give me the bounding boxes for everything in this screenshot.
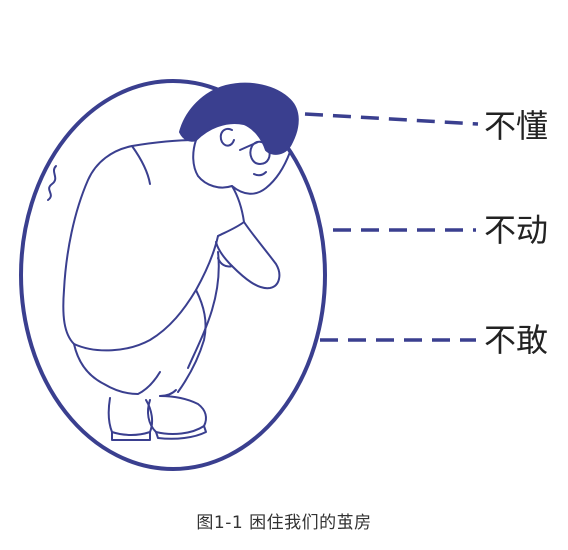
shoe-front bbox=[147, 395, 207, 435]
figure-caption: 图1-1 困住我们的茧房 bbox=[196, 513, 372, 533]
label-middle: 不动 bbox=[484, 211, 548, 249]
squiggle-mark bbox=[47, 165, 57, 201]
crouching-person-illustration bbox=[47, 82, 299, 441]
leg-back bbox=[73, 343, 161, 395]
shirt-fold bbox=[131, 145, 151, 185]
pointer-line-top bbox=[304, 112, 479, 126]
ear bbox=[219, 128, 235, 147]
hair bbox=[179, 82, 299, 155]
leg-inner bbox=[187, 251, 220, 369]
leg-front bbox=[177, 289, 207, 393]
arm-lower bbox=[215, 221, 281, 290]
glasses bbox=[239, 140, 271, 165]
label-bottom: 不敢 bbox=[484, 321, 548, 359]
shirt bbox=[62, 139, 219, 352]
cocoon-outline bbox=[19, 79, 327, 471]
sock bbox=[159, 389, 177, 397]
nose-mouth bbox=[253, 171, 267, 177]
shoe-back bbox=[107, 397, 154, 436]
label-top: 不懂 bbox=[484, 107, 548, 145]
shoe-front-sole bbox=[155, 425, 207, 440]
arm-upper bbox=[217, 185, 245, 237]
shoe-back-sole bbox=[111, 431, 151, 441]
